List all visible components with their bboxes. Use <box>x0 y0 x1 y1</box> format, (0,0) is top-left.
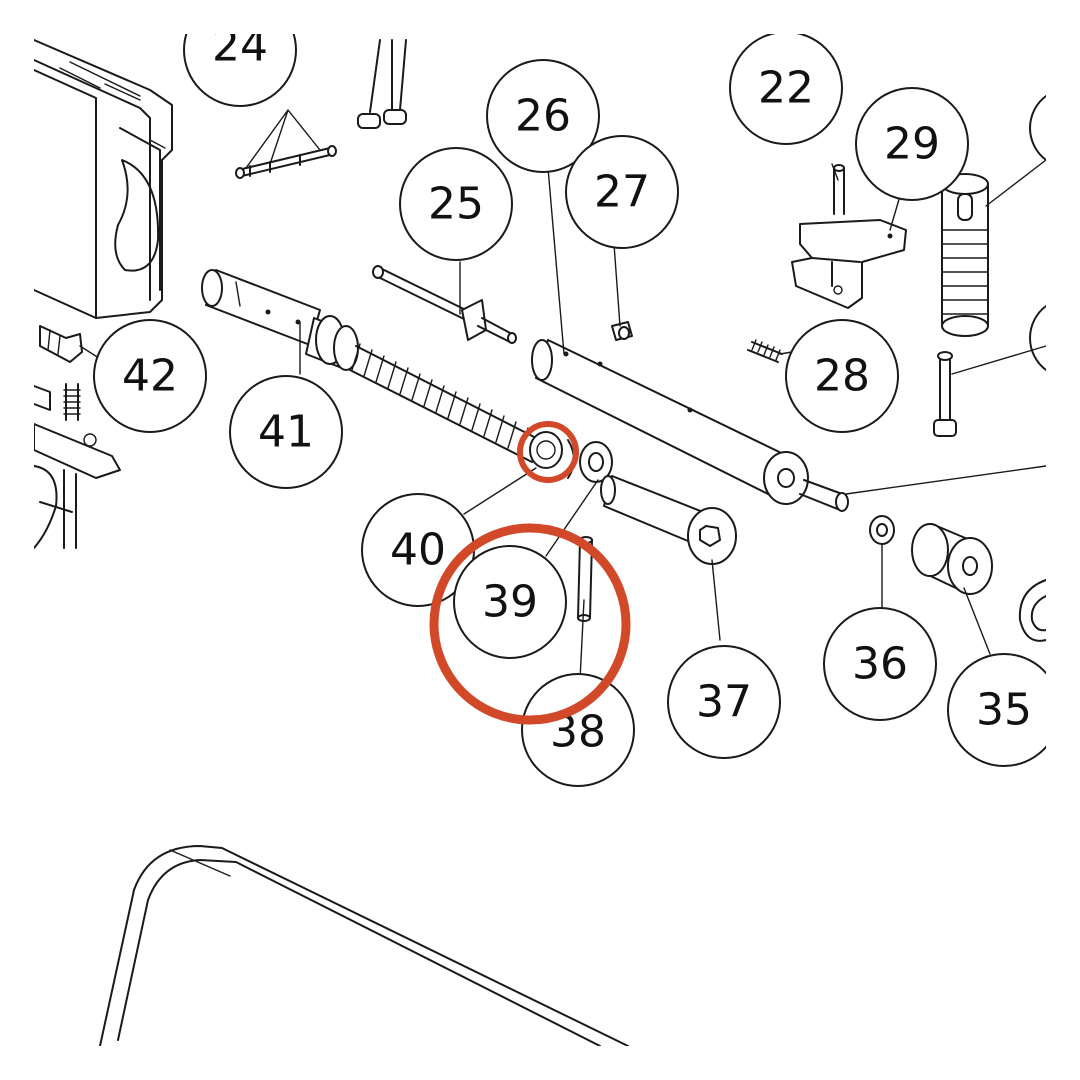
spring-part <box>349 343 541 463</box>
knurled-cylinder-part <box>941 173 989 337</box>
long-bolt-part <box>933 351 957 437</box>
bracket-29-part <box>791 219 907 309</box>
callout-label-37: 37 <box>696 677 752 728</box>
callout-38: 38 <box>521 673 635 787</box>
small-rollers-part <box>357 39 407 129</box>
callout-label-27: 27 <box>594 167 650 218</box>
callout-label-40: 40 <box>390 525 446 576</box>
callout-label-41: 41 <box>258 407 314 458</box>
callout-label-25: 25 <box>428 179 484 230</box>
callout-label-35: 35 <box>976 685 1032 736</box>
callout-label-26: 26 <box>515 91 571 142</box>
callout-42: 42 <box>93 319 207 433</box>
callout-label-36: 36 <box>852 639 908 690</box>
callout-27: 27 <box>565 135 679 249</box>
sleeve-27-part <box>611 321 633 341</box>
callout-35: 35 <box>947 653 1061 767</box>
highlight-markers <box>429 421 631 725</box>
receiver-block-part <box>33 39 173 319</box>
leader-lines <box>79 109 1047 681</box>
callout-39: 39 <box>453 545 567 659</box>
callout-label-28: 28 <box>814 351 870 402</box>
spring-end-40-part <box>529 431 613 483</box>
clip-42-part <box>39 325 83 363</box>
stock-part <box>99 845 629 1047</box>
callout-label-42: 42 <box>122 351 178 402</box>
callout-36: 36 <box>823 607 937 721</box>
bolt-37-part <box>600 475 737 565</box>
callout-partial-top-right <box>1029 95 1047 161</box>
shaft-41-part <box>201 269 359 371</box>
callout-41: 41 <box>229 375 343 489</box>
callout-partial-mid-right <box>1029 305 1047 371</box>
callout-26: 26 <box>486 59 600 173</box>
tube-26-part <box>531 339 849 512</box>
callout-label-29: 29 <box>884 119 940 170</box>
callout-25: 25 <box>399 147 513 261</box>
callout-22: 22 <box>729 31 843 145</box>
highlight-ring-small <box>517 421 579 483</box>
callout-28: 28 <box>785 319 899 433</box>
callout-label-39: 39 <box>482 577 538 628</box>
washer-36-part <box>869 515 895 545</box>
callout-label-22: 22 <box>758 63 814 114</box>
callout-29: 29 <box>855 87 969 201</box>
callout-37: 37 <box>667 645 781 759</box>
left-assembly-part <box>33 383 121 549</box>
highlight-ring-large <box>429 523 631 725</box>
pins-set-24-part <box>235 145 337 179</box>
roller-35-part <box>911 523 1047 642</box>
pin-25-part <box>372 265 517 344</box>
spring-28-part <box>747 339 783 363</box>
